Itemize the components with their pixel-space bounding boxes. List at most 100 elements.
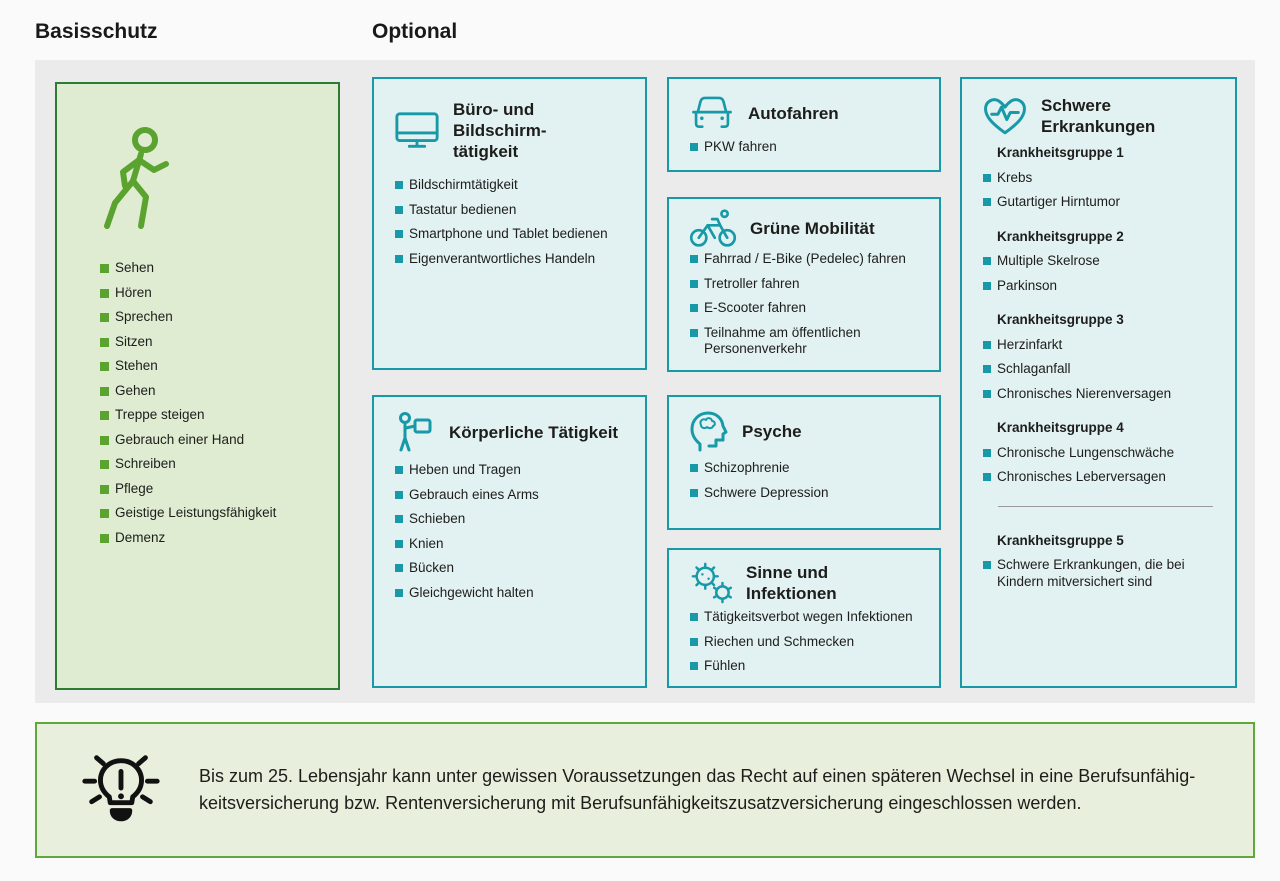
krankheitsgruppe: Krankheitsgruppe 1 Krebs Gutartiger Hirn… <box>982 145 1217 211</box>
square-bullet-icon <box>100 460 109 469</box>
square-bullet-icon <box>100 435 109 445</box>
square-bullet-icon <box>690 613 698 621</box>
list-item-label: Sitzen <box>115 333 153 349</box>
list-item: Tätigkeitsverbot wegen Infektionen <box>689 609 921 626</box>
square-bullet-icon <box>395 205 403 214</box>
list-item-label: Gebrauch einer Hand <box>115 431 245 447</box>
list-item-label: Gleichgewicht halten <box>409 584 534 600</box>
square-bullet-icon <box>983 473 991 481</box>
card-list: PKW fahren <box>689 139 921 156</box>
square-bullet-icon <box>100 484 109 494</box>
square-bullet-icon <box>690 279 698 288</box>
square-bullet-icon <box>100 509 109 518</box>
list-item: Riechen und Schmecken <box>689 634 921 651</box>
header-basisschutz: Basisschutz <box>35 20 158 43</box>
card-title: Autofahren <box>748 103 839 123</box>
note-line: Bis zum 25. Lebensjahr kann unter gewiss… <box>199 765 1196 786</box>
square-bullet-icon <box>395 254 403 263</box>
square-bullet-icon <box>983 365 991 373</box>
list-item-label: Treppe steigen <box>115 407 205 422</box>
list-item: Fühlen <box>689 658 921 675</box>
list-item-label: Schieben <box>409 511 466 526</box>
square-bullet-icon <box>100 313 109 322</box>
list-item-label: Gehen <box>115 382 156 398</box>
krankheitsgruppen: Krankheitsgruppe 1 Krebs Gutartiger Hirn… <box>982 145 1217 590</box>
square-bullet-icon <box>690 488 698 497</box>
square-bullet-icon <box>690 304 698 312</box>
card-title: Büro- und Bildschirm- tätigkeit <box>453 100 547 161</box>
card-title: Sinne und Infektionen <box>746 563 837 603</box>
list-item-label: Krebs <box>997 169 1033 185</box>
list-item: Schlaganfall <box>982 361 1217 378</box>
list-item: Chronisches Nierenversagen <box>982 386 1217 403</box>
note-text: Bis zum 25. Lebensjahr kann unter gewiss… <box>199 763 1195 818</box>
card-buero-bildschirm: Büro- und Bildschirm- tätigkeit Bildschi… <box>372 77 647 370</box>
square-bullet-icon <box>100 337 109 347</box>
square-bullet-icon <box>395 588 403 597</box>
square-bullet-icon <box>100 533 109 543</box>
divider-line <box>998 505 1213 507</box>
list-item: Stehen <box>99 358 276 375</box>
square-bullet-icon <box>983 257 991 265</box>
list-item-label: Bücken <box>409 560 455 575</box>
lightbulb-icon <box>77 744 165 836</box>
square-bullet-icon <box>983 561 991 569</box>
square-bullet-icon <box>100 386 109 396</box>
list-item-label: Fühlen <box>704 658 746 673</box>
square-bullet-icon <box>395 466 403 474</box>
list-item: E-Scooter fahren <box>689 300 921 317</box>
note-line: keitsversicherung bzw. Rentenversicherun… <box>199 793 1082 813</box>
square-bullet-icon <box>690 328 698 337</box>
card-schwere-erkrankungen: Schwere Erkrankungen Krankheitsgruppe 1 … <box>960 77 1237 688</box>
square-bullet-icon <box>983 389 991 398</box>
list-item-label: PKW fahren <box>704 139 777 154</box>
list-item: Smartphone und Tablet bedienen <box>394 226 627 243</box>
main-panel: Sehen Hören Sprechen Sitzen Stehen Gehen… <box>35 60 1255 703</box>
header-optional: Optional <box>372 20 458 43</box>
list-item: PKW fahren <box>689 139 921 156</box>
square-bullet-icon <box>100 288 109 298</box>
card-psyche: Psyche Schizophrenie Schwere Depression <box>667 395 941 530</box>
card-title: Schwere Erkrankungen <box>1041 96 1156 136</box>
card-gruene-mobilitaet: Grüne Mobilität Fahrrad / E-Bike (Pedele… <box>667 197 941 372</box>
card-title: Grüne Mobilität <box>750 218 875 238</box>
list-item: Hören <box>99 285 276 302</box>
list-item-label: Hören <box>115 284 152 300</box>
list-item: Teilnahme am öffentlichen Personenverkeh… <box>689 325 921 358</box>
list-item-label: Chronisches Leberversagen <box>997 469 1166 484</box>
list-item-label: Fahrrad / E-Bike (Pedelec) fahren <box>704 251 906 266</box>
list-item: Schwere Depression <box>689 485 921 502</box>
list-item: Tretroller fahren <box>689 276 921 293</box>
list-item-label: Chronische Lungenschwäche <box>997 444 1175 460</box>
krankheitsgruppe: Krankheitsgruppe 4 Chronische Lungenschw… <box>982 420 1217 486</box>
list-item: Fahrrad / E-Bike (Pedelec) fahren <box>689 251 921 268</box>
square-bullet-icon <box>395 539 403 548</box>
list-item: Gehen <box>99 383 276 400</box>
list-item-label: Geistige Leistungsfähigkeit <box>115 505 277 520</box>
list-item: Sitzen <box>99 334 276 351</box>
list-item: Schreiben <box>99 456 276 473</box>
card-title: Psyche <box>742 421 802 441</box>
list-item-label: Riechen und Schmecken <box>704 633 855 649</box>
note-box: Bis zum 25. Lebensjahr kann unter gewiss… <box>35 722 1255 858</box>
group-label: Krankheitsgruppe 2 <box>997 228 1124 244</box>
list-item-label: Sprechen <box>115 309 173 324</box>
list-item: Gebrauch einer Hand <box>99 432 276 449</box>
card-list: Tätigkeitsverbot wegen Infektionen Riech… <box>689 609 921 675</box>
list-item-label: Teilnahme am öffentlichen Personenverkeh… <box>704 324 861 357</box>
card-title: Körperliche Tätigkeit <box>449 422 619 442</box>
list-item-label: Tastatur bedienen <box>409 201 517 217</box>
list-item: Treppe steigen <box>99 407 276 424</box>
square-bullet-icon <box>100 264 109 273</box>
basis-list: Sehen Hören Sprechen Sitzen Stehen Gehen… <box>99 260 276 554</box>
list-item-label: Eigenverantwortliches Handeln <box>409 250 596 266</box>
list-item-label: Schizophrenie <box>704 460 790 475</box>
group-label: Krankheitsgruppe 4 <box>997 420 1124 435</box>
list-item: Tastatur bedienen <box>394 202 627 219</box>
list-item-label: Heben und Tragen <box>409 462 521 477</box>
group-label: Krankheitsgruppe 3 <box>997 312 1124 327</box>
card-list: Schizophrenie Schwere Depression <box>689 460 921 501</box>
card-list: Fahrrad / E-Bike (Pedelec) fahren Tretro… <box>689 251 921 358</box>
heart-pulse-icon <box>982 95 1028 137</box>
list-item-label: Multiple Skelrose <box>997 253 1100 268</box>
